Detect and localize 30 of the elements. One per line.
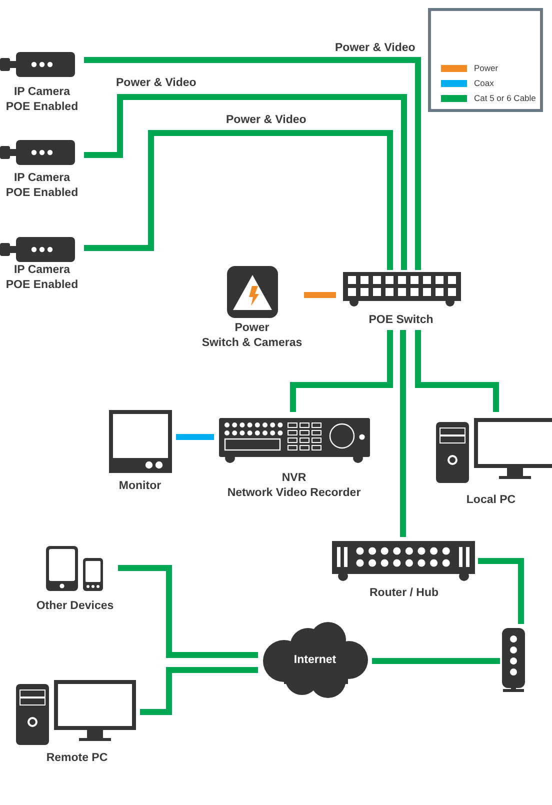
device-label: IP Camera <box>14 171 70 186</box>
device-label: Remote PC <box>46 751 108 766</box>
device-label: POE Enabled <box>6 100 78 115</box>
device-label: Other Devices <box>36 599 114 614</box>
cable-line <box>176 434 214 440</box>
cable-line <box>84 57 421 270</box>
cloud-label: Internet <box>294 653 336 668</box>
device-label: Switch & Cameras <box>202 336 302 351</box>
device-label: Power <box>234 321 270 336</box>
cable-line <box>84 94 407 270</box>
device-label: Monitor <box>118 479 162 494</box>
cable-line <box>478 558 524 624</box>
device-label: POE Enabled <box>6 186 78 201</box>
legend-text: Cat 5 or 6 Cable <box>474 93 536 103</box>
legend-text: Coax <box>474 78 494 88</box>
device-label: IP Camera <box>14 263 70 278</box>
device-label: POE Switch <box>368 313 434 328</box>
cable-line <box>118 565 258 658</box>
legend-text: Power <box>474 63 498 73</box>
device-label: POE Enabled <box>6 278 78 293</box>
cable-line <box>304 292 336 298</box>
cable-line <box>400 330 406 537</box>
device-label: Network Video Recorder <box>227 486 361 501</box>
cable-line <box>84 130 393 270</box>
device-label: IP Camera <box>14 85 70 100</box>
device-label: Router / Hub <box>370 586 438 601</box>
device-label: Local PC <box>466 493 516 508</box>
device-label: NVR <box>282 471 306 486</box>
cable-line <box>372 658 500 664</box>
cable-line <box>140 667 258 715</box>
